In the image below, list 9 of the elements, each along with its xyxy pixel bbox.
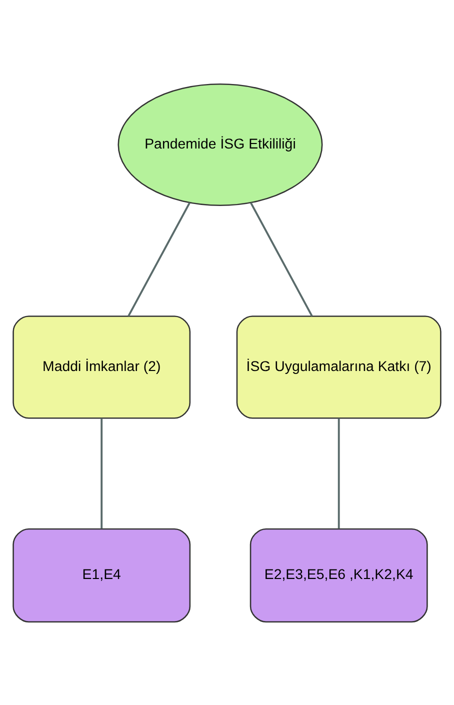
connector (338, 418, 340, 528)
node-box: İSG Uygulamalarına Katkı (7) (236, 315, 442, 418)
connector (100, 418, 103, 528)
node-ellipse: Pandemide İSG Etkililiği (118, 83, 323, 206)
connector (250, 202, 313, 316)
node-box: E2,E3,E5,E6 ,K1,K2,K4 (250, 528, 428, 622)
node-box: Maddi İmkanlar (2) (12, 315, 191, 418)
node-box: E1,E4 (12, 528, 191, 622)
connector (128, 202, 191, 316)
